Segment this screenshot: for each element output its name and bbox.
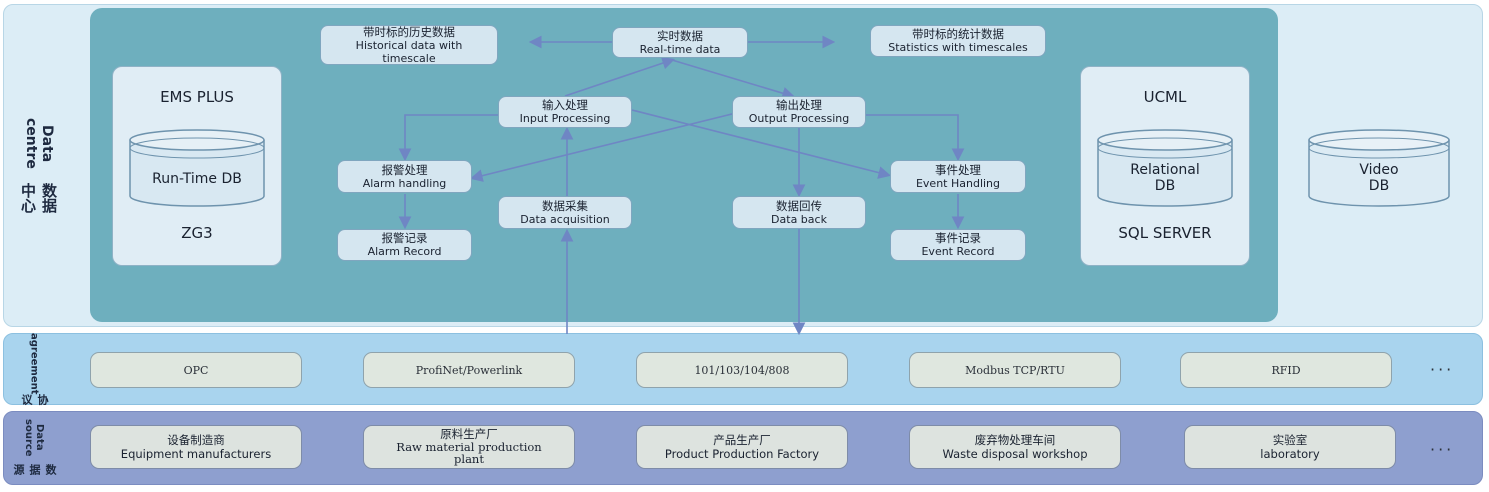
protocol-opc-label: OPC: [183, 363, 209, 377]
source-equipment-en: Equipment manufacturers: [120, 447, 272, 461]
alarm-handling-node: 报警处理 Alarm handling: [337, 160, 472, 193]
protocol-rfid-label: RFID: [1271, 363, 1301, 377]
data-source-label-en: Data source: [23, 418, 45, 457]
source-waste-disposal-zh: 废弃物处理车间: [974, 433, 1056, 447]
source-waste-disposal-en: Waste disposal workshop: [942, 447, 1088, 461]
run-time-db-cylinder: [129, 129, 265, 207]
output-processing-en: Output Processing: [748, 112, 850, 125]
protocol-profinet-label: ProfiNet/Powerlink: [415, 363, 523, 377]
relational-db-line1: Relational: [1130, 162, 1200, 178]
historical-en1: Historical data with: [355, 38, 463, 52]
agreement-label-en: agreement: [28, 332, 40, 395]
event-record-zh: 事件记录: [935, 231, 981, 245]
protocol-modbus-label: Modbus TCP/RTU: [965, 363, 1065, 377]
output-processing-node: 输出处理 Output Processing: [732, 96, 866, 128]
historical-zh: 带时标的历史数据: [363, 24, 455, 39]
protocol-modbus: Modbus TCP/RTU: [909, 352, 1121, 388]
event-handling-node: 事件处理 Event Handling: [890, 160, 1026, 193]
event-handling-en: Event Handling: [915, 176, 1001, 190]
source-raw-material: 原料生产厂 Raw material production plant: [363, 425, 575, 469]
historical-en2: timescale: [382, 51, 436, 65]
data-acquisition-node: 数据采集 Data acquisition: [498, 196, 632, 229]
video-db-label: Video DB: [1307, 160, 1451, 196]
data-acquisition-zh: 数据采集: [542, 198, 588, 213]
run-time-db-label: Run-Time DB: [152, 171, 242, 187]
agreement-label-zh: 协议: [20, 394, 49, 406]
source-waste-disposal: 废弃物处理车间 Waste disposal workshop: [909, 425, 1121, 469]
source-laboratory-en: laboratory: [1260, 447, 1320, 461]
source-raw-material-en2: plant: [454, 452, 484, 467]
historical-data-node: 带时标的历史数据 Historical data with timescale: [320, 25, 498, 65]
relational-db-line2: DB: [1154, 178, 1176, 194]
data-source-more: ···: [1430, 440, 1455, 459]
sql-server-label: SQL SERVER: [1118, 224, 1212, 242]
alarm-record-node: 报警记录 Alarm Record: [337, 229, 472, 261]
event-record-en: Event Record: [921, 245, 995, 258]
data-source-label: Data source 数据源: [12, 416, 57, 480]
statistics-zh: 带时标的统计数据: [912, 27, 1004, 41]
alarm-handling-en: Alarm handling: [362, 176, 447, 190]
event-handling-zh: 事件处理: [935, 162, 981, 177]
realtime-zh: 实时数据: [657, 28, 703, 43]
input-processing-zh: 输入处理: [542, 98, 588, 112]
source-product-factory: 产品生产厂 Product Production Factory: [636, 425, 848, 469]
source-raw-material-en1: Raw material production: [396, 439, 542, 454]
source-laboratory-zh: 实验室: [1272, 433, 1308, 447]
alarm-record-zh: 报警记录: [381, 231, 428, 245]
alarm-handling-zh: 报警处理: [381, 162, 428, 177]
source-equipment-zh: 设备制造商: [167, 433, 225, 447]
data-source-label-zh: 数据源: [12, 464, 57, 475]
source-laboratory: 实验室 laboratory: [1184, 425, 1396, 469]
source-product-factory-zh: 产品生产厂: [713, 433, 771, 447]
relational-db-label: Relational DB: [1096, 160, 1234, 196]
agreement-label: agreement 协议: [14, 333, 54, 406]
data-centre-label: Data centre 数据中心: [14, 110, 64, 220]
source-equipment: 设备制造商 Equipment manufacturers: [90, 425, 302, 469]
output-processing-zh: 输出处理: [776, 98, 822, 112]
data-back-zh: 数据回传: [776, 198, 822, 213]
ems-plus-label: EMS PLUS: [160, 88, 234, 106]
protocol-iec: 101/103/104/808: [636, 352, 848, 388]
zg3-label: ZG3: [181, 224, 213, 242]
statistics-node: 带时标的统计数据 Statistics with timescales: [870, 25, 1046, 57]
realtime-data-node: 实时数据 Real-time data: [612, 27, 748, 58]
data-centre-label-zh: 数据中心: [19, 183, 58, 214]
statistics-en: Statistics with timescales: [888, 41, 1028, 54]
input-processing-en: Input Processing: [519, 112, 611, 125]
alarm-record-en: Alarm Record: [367, 245, 442, 258]
data-acquisition-en: Data acquisition: [520, 212, 610, 226]
data-centre-label-en: Data centre: [23, 117, 55, 169]
agreement-more: ···: [1430, 360, 1455, 379]
source-product-factory-en: Product Production Factory: [664, 447, 820, 461]
video-db-line1: Video: [1359, 162, 1399, 178]
realtime-en: Real-time data: [639, 42, 721, 56]
ucml-label: UCML: [1143, 88, 1187, 106]
source-raw-material-zh: 原料生产厂: [440, 427, 498, 442]
protocol-opc: OPC: [90, 352, 302, 388]
relational-db-cylinder: [1097, 129, 1233, 207]
data-back-en: Data back: [771, 212, 827, 226]
event-record-node: 事件记录 Event Record: [890, 229, 1026, 261]
protocol-rfid: RFID: [1180, 352, 1392, 388]
protocol-iec-label: 101/103/104/808: [694, 363, 790, 377]
video-db-line2: DB: [1368, 178, 1390, 194]
input-processing-node: 输入处理 Input Processing: [498, 96, 632, 128]
video-db-cylinder: [1308, 129, 1450, 207]
protocol-profinet: ProfiNet/Powerlink: [363, 352, 575, 388]
data-back-node: 数据回传 Data back: [732, 196, 866, 229]
